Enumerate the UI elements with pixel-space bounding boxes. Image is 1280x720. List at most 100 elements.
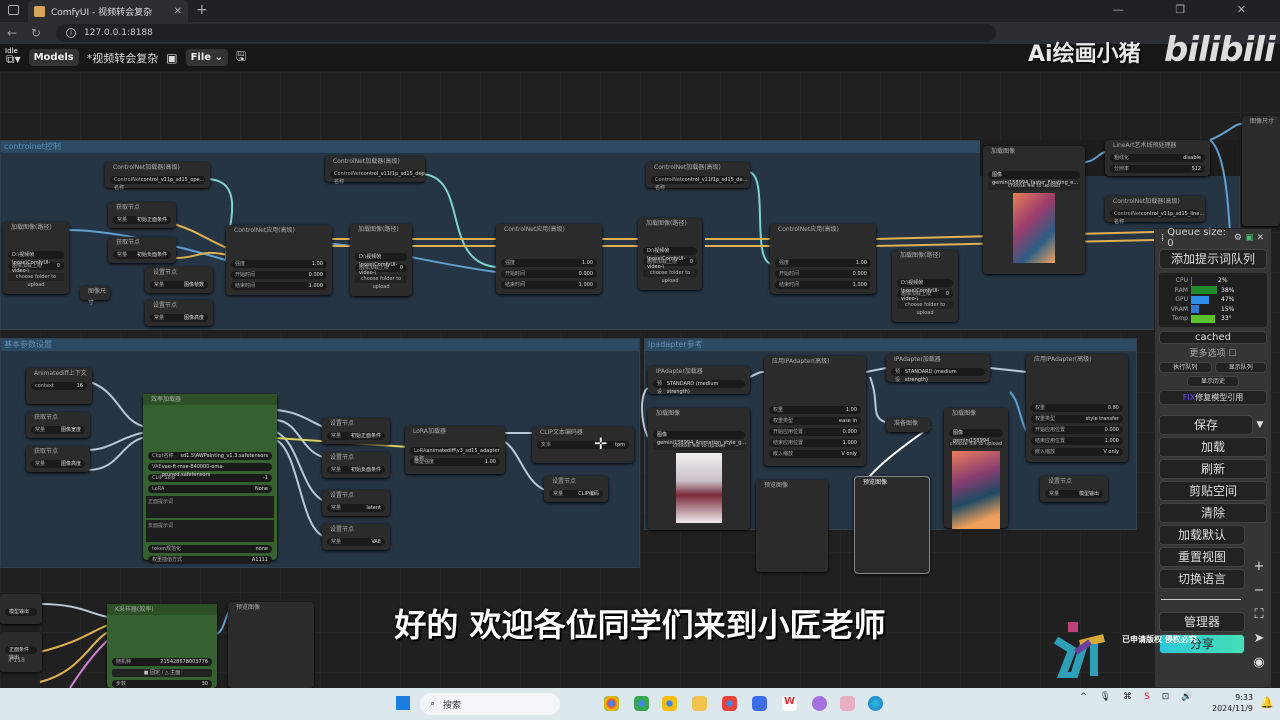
image-icon[interactable]: ▣	[1244, 233, 1257, 243]
node-canvas[interactable]: controlnet控制 基本参数设置 ipadapter参考	[0, 72, 1280, 688]
choose-folder-button[interactable]: choose folder to upload	[897, 301, 953, 316]
visibility-icon[interactable]: ◉	[1253, 655, 1265, 670]
cat-app-icon[interactable]	[812, 696, 827, 711]
new-tab-button[interactable]: +	[196, 2, 208, 18]
queue-prompt-button[interactable]: 添加提示词队列	[1159, 249, 1267, 269]
workflow-name[interactable]: *视频转会复杂	[86, 51, 159, 65]
constant-widget[interactable]: 常量模型输出	[1045, 490, 1103, 498]
wifi-icon[interactable]: ⊡	[1161, 692, 1170, 702]
image-icon[interactable]: ▣	[166, 50, 178, 65]
models-button[interactable]: Models	[28, 49, 79, 66]
manager-button[interactable]: 管理器	[1159, 612, 1245, 632]
path-widget[interactable]: D:\视频帧\pose\ComfyUI-video-\	[897, 279, 953, 302]
choose-folder-button[interactable]: choose folder to upload	[643, 269, 697, 284]
locate-icon[interactable]: ➤	[1253, 631, 1265, 646]
chrome-profile-icon[interactable]	[604, 696, 619, 711]
load-images-node[interactable]: 加载图像(路径) D:\视频帧\pose\ComfyUI-video-\ 图像加…	[892, 250, 958, 322]
get-node[interactable]: 获取节点 常量图像高度	[26, 446, 90, 472]
constant-widget[interactable]: 常量初始负面条件	[327, 466, 385, 474]
url-field[interactable]: i 127.0.0.1:8188	[56, 24, 996, 42]
file-menu-button[interactable]: File ⌄	[185, 49, 228, 66]
get-node[interactable]: 获取节点 常量初始负面条件	[108, 237, 176, 263]
constant-widget[interactable]: 常量初始正面条件	[327, 432, 385, 440]
constant-widget[interactable]: 常量图像高度	[150, 314, 208, 322]
preview-image-node[interactable]: 预览图像	[854, 476, 930, 574]
clipspace-button[interactable]: 剪贴空间	[1159, 481, 1267, 501]
image-size-node[interactable]: 图像尺寸	[80, 286, 110, 306]
microphone-icon[interactable]: 🎙	[1099, 692, 1111, 702]
clip-skip-widget[interactable]: CLIP Skip-1	[148, 474, 272, 482]
fix-model-refs-button[interactable]: FIX修复模型引用	[1159, 390, 1267, 405]
image-file-widget[interactable]: 图像 gemini158994_Animation_style_g...	[653, 431, 746, 446]
close-icon[interactable]: ✕	[1256, 233, 1267, 243]
windows-start-icon[interactable]	[396, 696, 410, 710]
notification-bell-icon[interactable]: 🔔	[1260, 696, 1274, 709]
constant-widget[interactable]: 正面条件输出	[5, 646, 37, 661]
taskbar-search[interactable]: ⌕搜索	[420, 693, 560, 715]
switch-language-button[interactable]: 切换语言	[1159, 569, 1245, 589]
window-controls[interactable]: — ❐ ✕	[1112, 3, 1270, 16]
choose-file-button[interactable]: choose file to upload	[988, 182, 1080, 190]
set-node[interactable]: 设置节点 常量图像帧数	[145, 267, 213, 293]
save-button[interactable]: 保存	[1159, 415, 1253, 435]
set-node[interactable]: 设置节点 常量模型输出	[1040, 476, 1108, 502]
load-image-node[interactable]: 加载图像 图像 gemini158994 choose file to uplo…	[944, 408, 1008, 529]
seed-control-toggle[interactable]: ■ 固定 / △ 主面	[112, 669, 212, 677]
edge-icon[interactable]	[868, 696, 883, 711]
preview-image-node[interactable]: 预览图像	[756, 480, 828, 572]
negative-prompt-input[interactable]: 负面提示词	[146, 520, 274, 542]
fit-view-icon[interactable]: ⛶	[1254, 607, 1264, 622]
load-default-button[interactable]: 加载默认	[1159, 525, 1245, 545]
close-tab-icon[interactable]: ✕	[173, 5, 182, 17]
chrome-icon[interactable]	[634, 696, 649, 711]
choose-folder-button[interactable]: choose folder to upload	[355, 275, 407, 290]
system-clock[interactable]: 9:33 2024/11/9	[1212, 692, 1253, 714]
path-widget[interactable]: D:\视频帧\pose\ComfyUI-video-\	[643, 247, 697, 270]
path-widget[interactable]: D:\视频帧\pose\ComfyUI-video-\	[355, 253, 407, 276]
get-node[interactable]: 获取节点 常量图像宽度	[26, 412, 90, 438]
sidebar-toggle-icon[interactable]	[8, 5, 19, 15]
zoom-out-icon[interactable]: −	[1253, 583, 1265, 598]
gear-icon[interactable]: ⚙	[1233, 233, 1245, 243]
load-images-node[interactable]: 加载图像(路径) D:\视频帧\pose\ComfyUI-video-\ 图像加…	[3, 222, 69, 294]
network-icon[interactable]: ⌘	[1122, 692, 1132, 702]
save-dropdown-icon[interactable]: ▼	[1256, 420, 1264, 430]
back-icon[interactable]: ←	[6, 26, 18, 40]
zoom-in-icon[interactable]: +	[1253, 559, 1265, 574]
wps-icon[interactable]: W	[782, 696, 797, 711]
load-images-node[interactable]: 加载图像(路径) D:\视频帧\pose\ComfyUI-video-\ 图像加…	[638, 218, 702, 290]
reload-icon[interactable]: ↻	[30, 26, 42, 40]
